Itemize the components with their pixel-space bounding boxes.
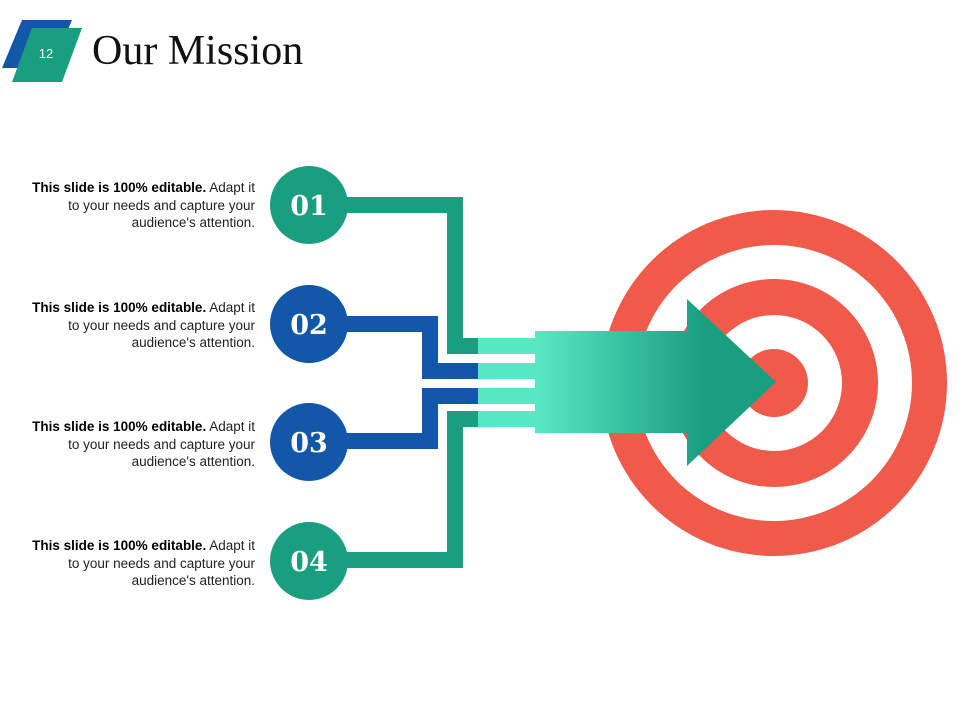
step-description-bold: This slide is 100% editable.: [32, 538, 207, 553]
step-description-02: This slide is 100% editable. Adapt it to…: [20, 299, 255, 352]
step-number-04: 04: [290, 547, 328, 578]
slide-number: 12: [38, 46, 54, 61]
connector-line-03: [330, 388, 478, 449]
step-number-01: 01: [290, 191, 328, 222]
step-circle-02: 02: [270, 285, 348, 363]
step-circle-04: 04: [270, 522, 348, 600]
step-number-03: 03: [290, 428, 328, 459]
step-description-01: This slide is 100% editable. Adapt it to…: [20, 179, 255, 232]
step-number-02: 02: [290, 310, 328, 341]
connector-stubs: [478, 338, 536, 427]
step-description-bold: This slide is 100% editable.: [32, 300, 207, 315]
connector-line-01: [330, 197, 478, 354]
page-title: Our Mission: [92, 28, 304, 74]
step-description-bold: This slide is 100% editable.: [32, 419, 207, 434]
step-description-body: Adapt it to your needs and capture your …: [68, 419, 255, 469]
step-description-body: Adapt it to your needs and capture your …: [68, 538, 255, 588]
connector-line-02: [330, 316, 478, 379]
step-description-body: Adapt it to your needs and capture your …: [68, 180, 255, 230]
step-circle-01: 01: [270, 166, 348, 244]
step-circle-03: 03: [270, 403, 348, 481]
slide-number-badge: [2, 20, 82, 82]
step-description-04: This slide is 100% editable. Adapt it to…: [20, 537, 255, 590]
step-description-body: Adapt it to your needs and capture your …: [68, 300, 255, 350]
step-description-bold: This slide is 100% editable.: [32, 180, 207, 195]
step-description-03: This slide is 100% editable. Adapt it to…: [20, 418, 255, 471]
arrow-icon: [535, 299, 776, 466]
connector-line-04: [330, 411, 478, 568]
